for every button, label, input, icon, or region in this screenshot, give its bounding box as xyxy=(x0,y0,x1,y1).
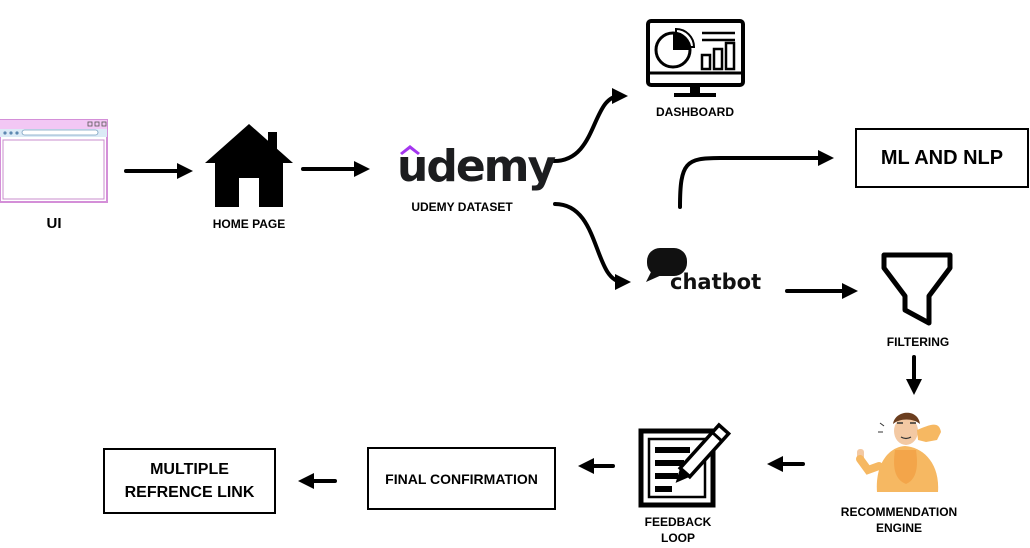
feedback-line2: LOOP xyxy=(660,531,695,545)
chatbot-logo-text: chatbot xyxy=(670,270,762,294)
multiple-reference-link-box: MULTIPLE REFRENCE LINK xyxy=(103,448,276,514)
home-page-label: HOME PAGE xyxy=(212,217,286,231)
arrow-udemy-to-dashboard xyxy=(552,88,628,163)
recommendation-engine-label: RECOMMENDATION ENGINE xyxy=(832,504,966,536)
thinking-person-icon xyxy=(856,412,941,492)
ui-label: UI xyxy=(46,215,62,232)
recommendation-line2: ENGINE xyxy=(875,521,922,535)
udemy-logo-icon xyxy=(400,145,420,155)
arrow-udemy-to-chatbot xyxy=(553,202,631,290)
multiple-line2: REFRENCE LINK xyxy=(124,484,255,501)
funnel-icon xyxy=(881,252,953,326)
filtering-label: FILTERING xyxy=(886,335,950,349)
udemy-dataset-label: UDEMY DATASET xyxy=(411,200,513,214)
feedback-line1: FEEDBACK xyxy=(644,515,712,529)
dashboard-label: DASHBOARD xyxy=(656,105,734,119)
feedback-loop-label: FEEDBACK LOOP xyxy=(628,514,728,546)
udemy-logo-text: udemy xyxy=(397,141,556,192)
final-confirmation-box: FINAL CONFIRMATION xyxy=(367,447,556,510)
ml-nlp-box: ML AND NLP xyxy=(855,128,1029,188)
arrow-chatbot-to-ml xyxy=(678,150,834,209)
chat-bubble-icon xyxy=(646,248,687,282)
dashboard-monitor-icon xyxy=(646,19,745,97)
connectors xyxy=(124,88,922,489)
recommendation-line1: RECOMMENDATION xyxy=(840,505,958,519)
home-icon xyxy=(205,124,293,207)
multiple-line1: MULTIPLE xyxy=(150,461,229,478)
browser-window-icon xyxy=(0,119,108,203)
feedback-form-icon xyxy=(638,422,732,508)
